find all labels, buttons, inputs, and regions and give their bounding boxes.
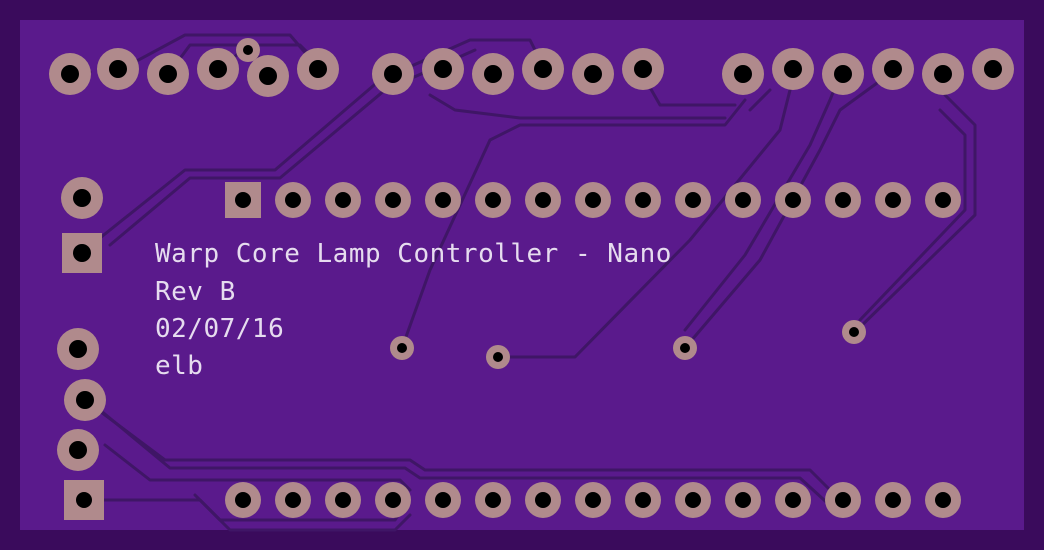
via	[236, 38, 260, 62]
trace	[83, 398, 842, 502]
nano-lower-pad	[225, 482, 261, 518]
nano-upper-pad	[825, 182, 861, 218]
top-header-pad	[972, 48, 1014, 90]
via	[842, 320, 866, 344]
nano-upper-pad	[275, 182, 311, 218]
left-connector-pad	[61, 177, 103, 219]
via	[390, 336, 414, 360]
left-header-square-pad	[64, 480, 104, 520]
nano-lower-pad	[525, 482, 561, 518]
trace	[748, 88, 772, 112]
nano-upper-pad	[875, 182, 911, 218]
top-header-pad	[472, 53, 514, 95]
component-pads	[49, 48, 1014, 520]
top-header-pad	[872, 48, 914, 90]
nano-lower-pad	[425, 482, 461, 518]
nano-upper-pad	[725, 182, 761, 218]
left-connector-square-pad	[62, 233, 102, 273]
top-header-pad	[297, 48, 339, 90]
silkscreen-revision: Rev B	[155, 277, 236, 307]
vias	[236, 38, 866, 369]
nano-lower-pad	[825, 482, 861, 518]
nano-lower-pad	[675, 482, 711, 518]
nano-upper-pad	[375, 182, 411, 218]
top-header-pad	[722, 53, 764, 95]
board-substrate	[20, 20, 1024, 530]
trace	[118, 33, 322, 72]
trace	[400, 98, 747, 350]
trace	[858, 108, 967, 322]
nano-lower-pad	[775, 482, 811, 518]
trace	[108, 48, 477, 247]
nano-lower-pad	[275, 482, 311, 518]
nano-upper-pad	[525, 182, 561, 218]
top-header-pad	[422, 48, 464, 90]
top-header-pad	[372, 53, 414, 95]
trace	[428, 93, 727, 120]
silkscreen-date: 02/07/16	[155, 314, 284, 344]
nano-lower-pad	[475, 482, 511, 518]
nano-upper-pad	[675, 182, 711, 218]
top-header-pad	[572, 53, 614, 95]
nano-lower-pad	[575, 482, 611, 518]
top-header-pad	[197, 48, 239, 90]
silkscreen-author: elb	[155, 351, 203, 381]
nano-upper-pad	[625, 182, 661, 218]
left-header-pad	[57, 429, 99, 471]
nano-upper-pad	[325, 182, 361, 218]
nano-pin1-square-pad	[225, 182, 261, 218]
top-header-pad	[522, 48, 564, 90]
trace	[683, 68, 897, 350]
via	[673, 336, 697, 360]
trace	[498, 88, 792, 359]
nano-lower-pad	[325, 482, 361, 518]
nano-upper-pad	[575, 182, 611, 218]
top-header-pad	[147, 53, 189, 95]
top-header-pad	[822, 53, 864, 95]
via	[486, 345, 510, 369]
trace	[98, 408, 837, 512]
trace	[88, 498, 412, 532]
nano-upper-pad	[775, 182, 811, 218]
left-header-pad	[57, 328, 99, 370]
silkscreen-title: Warp Core Lamp Controller - Nano	[155, 239, 672, 269]
left-header-pad	[64, 379, 106, 421]
nano-upper-pad	[475, 182, 511, 218]
top-header-pad	[97, 48, 139, 90]
nano-lower-pad	[375, 482, 411, 518]
trace	[103, 443, 412, 492]
top-header-pad	[622, 48, 664, 90]
nano-lower-pad	[625, 482, 661, 518]
nano-lower-pad	[875, 482, 911, 518]
nano-lower-pad	[925, 482, 961, 518]
top-header-pad	[49, 53, 91, 95]
top-header-pad	[247, 55, 289, 97]
nano-upper-pad	[925, 182, 961, 218]
nano-lower-pad	[725, 482, 761, 518]
top-header-pad	[772, 48, 814, 90]
trace	[853, 93, 977, 334]
nano-upper-pad	[425, 182, 461, 218]
top-header-pad	[922, 53, 964, 95]
